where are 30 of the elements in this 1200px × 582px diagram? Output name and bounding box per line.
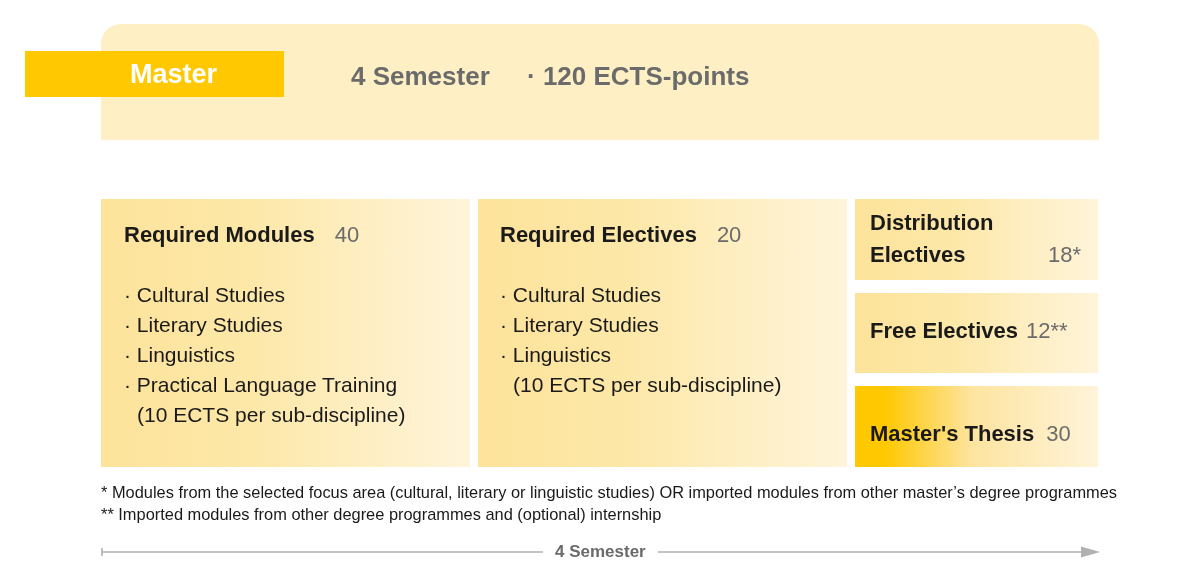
module-card bbox=[478, 199, 847, 467]
footnote: ** Imported modules from other degree programmes and (optional) internship bbox=[101, 504, 662, 524]
list-item: · Practical Language Training bbox=[124, 372, 398, 398]
card-heading: Free Electives bbox=[870, 317, 1018, 345]
list-item: · Cultural Studies bbox=[124, 282, 286, 308]
card-heading: Required Electives bbox=[500, 221, 697, 249]
list-item: · Linguistics bbox=[500, 342, 611, 368]
ects-credits: 20 bbox=[716, 221, 742, 249]
card-heading: Master's Thesis bbox=[870, 420, 1035, 448]
credits-text: · 120 ECTS-points bbox=[527, 60, 750, 92]
list-item: · Linguistics bbox=[124, 342, 235, 368]
note-text: (10 ECTS per sub-discipline) bbox=[137, 402, 406, 428]
card-heading: Required Modules bbox=[124, 221, 315, 249]
module-card bbox=[855, 199, 1098, 280]
note-text: (10 ECTS per sub-discipline) bbox=[513, 372, 782, 398]
list-item: · Literary Studies bbox=[124, 312, 283, 338]
degree-tag: Master bbox=[25, 51, 284, 97]
header-band bbox=[101, 24, 1099, 140]
ects-credits: 12** bbox=[1026, 317, 1068, 345]
footnote: * Modules from the selected focus area (cultural, literary or linguistic studies) OR imported modules from other master’s degree programmes bbox=[101, 482, 1118, 502]
ects-credits: 30 bbox=[1046, 420, 1071, 448]
card-heading: Distribution Electives bbox=[870, 209, 995, 269]
list-item: · Literary Studies bbox=[500, 312, 659, 338]
ects-credits: 40 bbox=[334, 221, 360, 249]
module-card bbox=[855, 293, 1098, 373]
duration-text: 4 Semester bbox=[351, 60, 490, 92]
ects-credits: 18* bbox=[1048, 241, 1082, 269]
module-card bbox=[101, 199, 470, 467]
module-card bbox=[855, 386, 1098, 467]
list-item: · Cultural Studies bbox=[500, 282, 662, 308]
